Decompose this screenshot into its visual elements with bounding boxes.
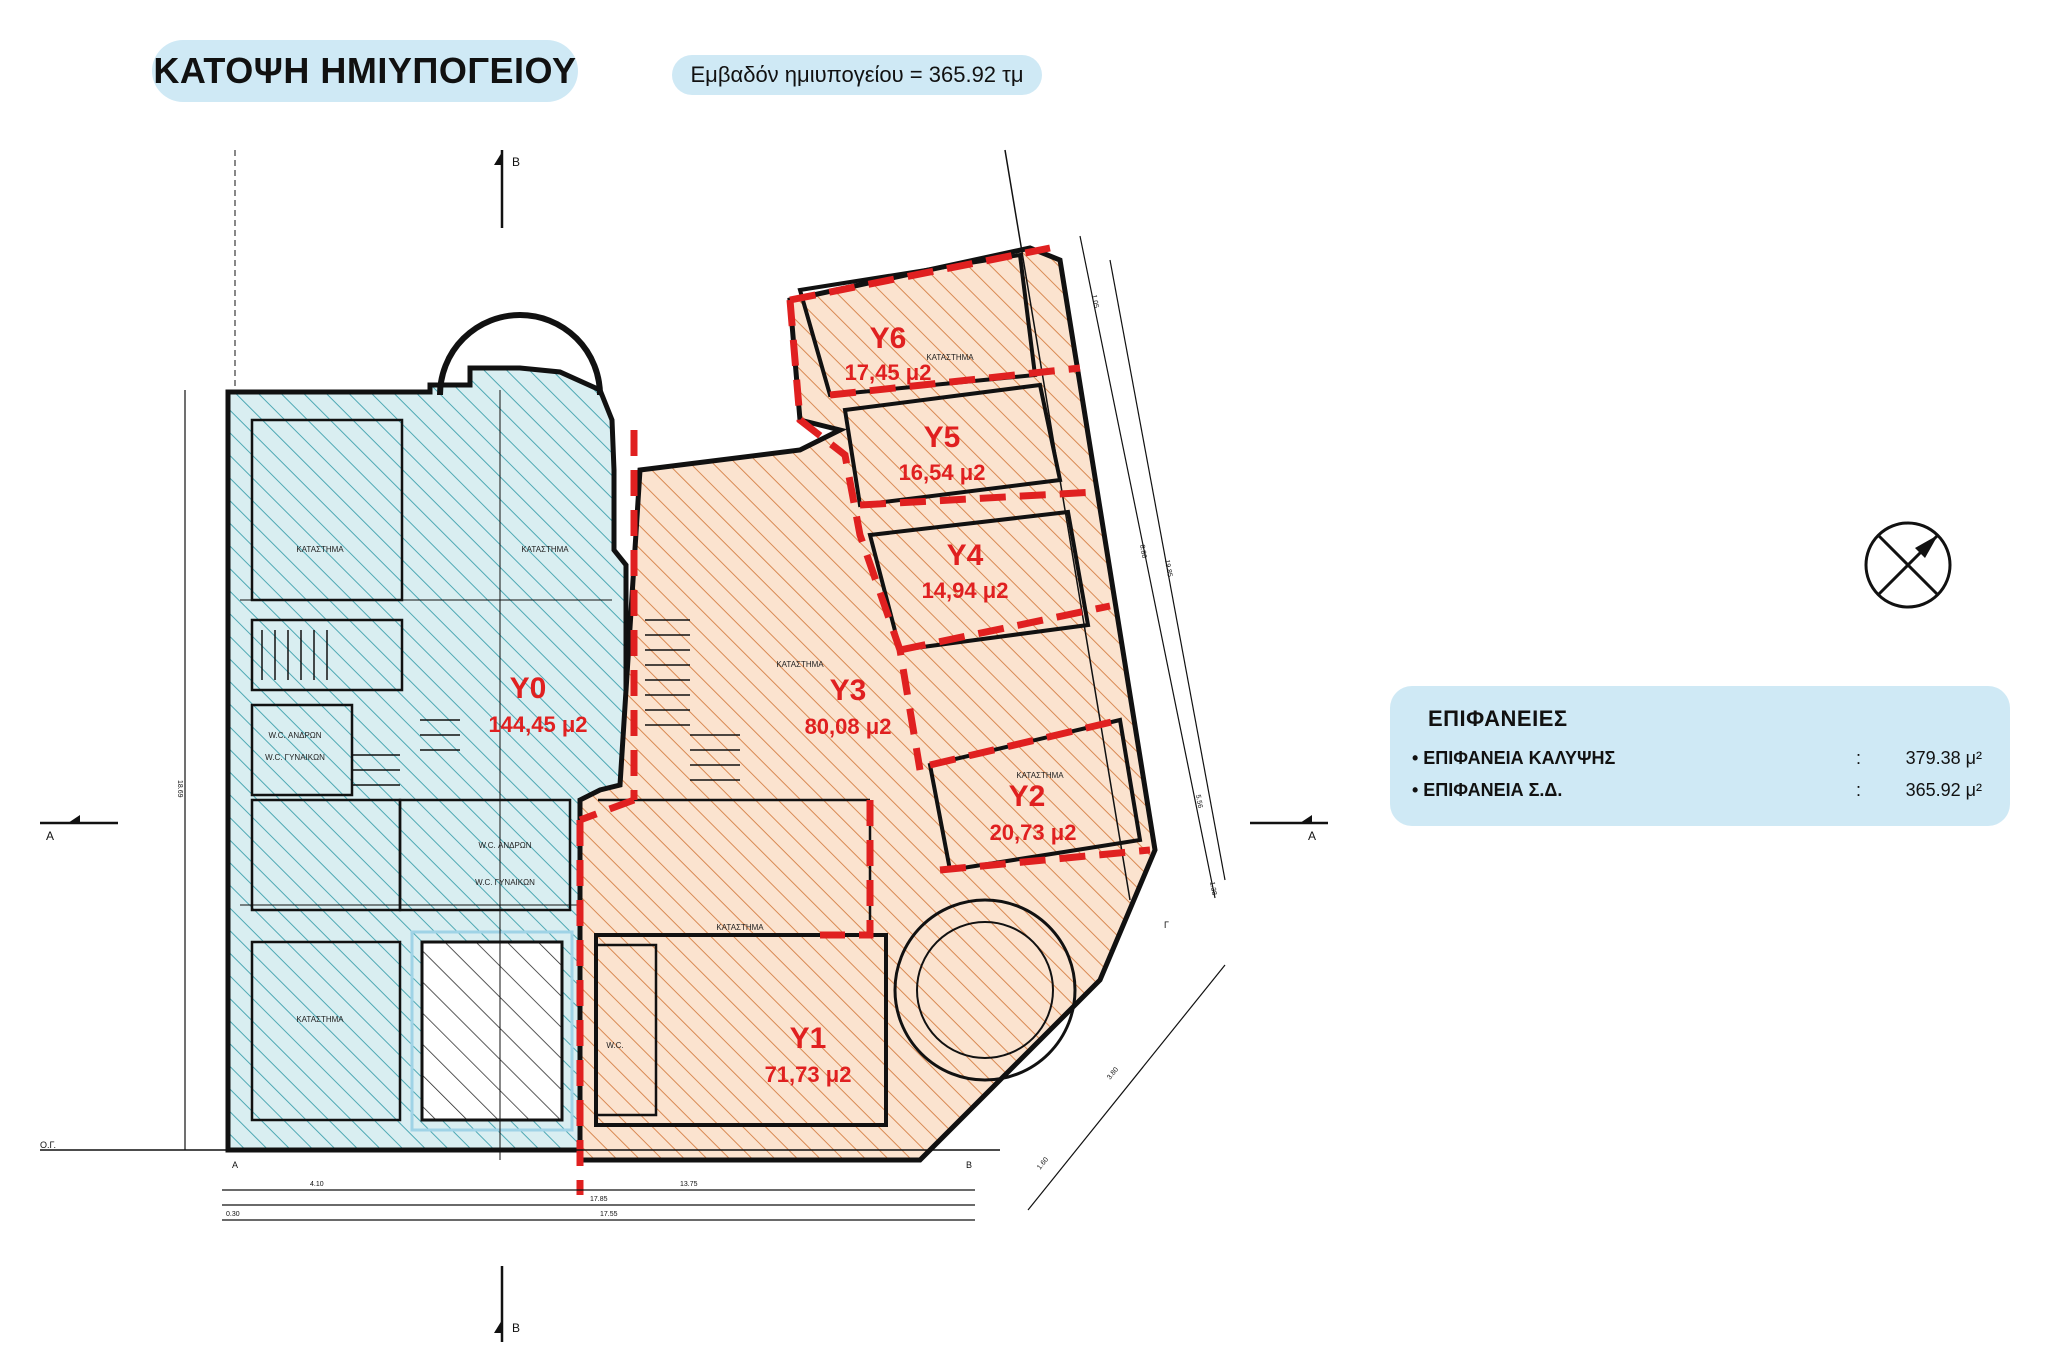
room-label-shop: ΚΑΤΑΣΤΗΜΑ xyxy=(1016,771,1064,780)
unit-code-y6: Υ6 xyxy=(870,322,907,355)
wc-block xyxy=(398,798,572,912)
section-label-b: Β xyxy=(512,155,520,169)
section-arrow-icon xyxy=(68,815,80,823)
corner-label-g: Γ xyxy=(1164,920,1169,930)
title-pill: ΚΑΤΟΨΗ ΗΜΙΥΠΟΓΕΙΟΥ xyxy=(152,40,578,102)
dimension-lines xyxy=(184,235,1226,1221)
dimension-text: 13.75 xyxy=(680,1181,698,1188)
dimension-text: 8.86 xyxy=(1138,544,1147,559)
unit-area-y2: 20,73 μ2 xyxy=(990,820,1077,845)
dimension-text: 4.10 xyxy=(310,1181,324,1188)
room-label-shop: ΚΑΤΑΣΤΗΜΑ xyxy=(296,545,344,554)
surface-label: • ΕΠΙΦΑΝΕΙΑ Σ.Δ. xyxy=(1412,780,1563,800)
unit-area-y6: 17,45 μ2 xyxy=(845,360,932,385)
room-label-wc-men: W.C. ΑΝΔΡΩΝ xyxy=(478,841,531,850)
room-label-shop: ΚΑΤΑΣΤΗΜΑ xyxy=(926,353,974,362)
room-label-wc-women: W.C. ΓΥΝΑΙΚΩΝ xyxy=(265,753,325,762)
unit-area-y0: 144,45 μ2 xyxy=(488,712,587,737)
surface-row-sd: • ΕΠΙΦΑΝΕΙΑ Σ.Δ. : 365.92 μ² xyxy=(1412,780,1982,801)
room-shop-3 xyxy=(250,940,402,1122)
dimension-text: 17.55 xyxy=(600,1211,618,1218)
room-label-shop: ΚΑΤΑΣΤΗΜΑ xyxy=(521,545,569,554)
dimension-text: 17.85 xyxy=(590,1196,608,1203)
unit-area-y5: 16,54 μ2 xyxy=(899,460,986,485)
dimension-text: 1.05 xyxy=(1090,294,1099,309)
unit-code-y1: Υ1 xyxy=(790,1022,827,1055)
ground-level-label: Ο.Γ. xyxy=(40,1140,56,1150)
page-title: ΚΑΤΟΨΗ ΗΜΙΥΠΟΓΕΙΟΥ xyxy=(153,50,577,91)
room-label-shop: ΚΑΤΑΣΤΗΜΑ xyxy=(296,1015,344,1024)
staircase-right xyxy=(645,619,740,781)
section-arrow-icon xyxy=(1300,815,1312,823)
property-line xyxy=(1004,149,1131,901)
compass-icon xyxy=(1864,521,1952,609)
unit-code-y3: Υ3 xyxy=(830,674,867,707)
rotunda-inner xyxy=(916,921,1054,1059)
surface-value: 379.38 μ² xyxy=(1905,748,1982,768)
apse-wall xyxy=(437,312,603,396)
room-label-shop: ΚΑΤΑΣΤΗΜΑ xyxy=(776,660,824,669)
area-note-pill: Εμβαδόν ημιυπογείου = 365.92 τμ xyxy=(672,55,1042,95)
unit-area-y3: 80,08 μ2 xyxy=(805,714,892,739)
room-wc-small xyxy=(250,703,354,797)
surface-colon: : xyxy=(1856,748,1862,768)
orange-zone xyxy=(577,149,1158,1163)
room-label-wc-women: W.C. ΓΥΝΑΙΚΩΝ xyxy=(475,878,535,887)
unit-code-y0: Υ0 xyxy=(510,672,547,705)
section-arrow-icon xyxy=(494,152,502,165)
dimension-text: 5.56 xyxy=(1194,794,1203,809)
unit-y0-zone xyxy=(225,312,629,1160)
surfaces-panel: ΕΠΙΦΑΝΕΙΕΣ • ΕΠΙΦΑΝΕΙΑ ΚΑΛΥΨΗΣ : 379.38 … xyxy=(1390,686,2010,826)
dimension-text: 1.38 xyxy=(1208,881,1217,896)
staircase-left xyxy=(261,630,460,786)
room-label-shop: ΚΑΤΑΣΤΗΜΑ xyxy=(716,923,764,932)
corner-label-a: Α xyxy=(232,1160,238,1170)
area-note: Εμβαδόν ημιυπογείου = 365.92 τμ xyxy=(690,62,1024,87)
section-label-a: Α xyxy=(1308,829,1316,843)
surfaces-heading: ΕΠΙΦΑΝΕΙΕΣ xyxy=(1428,706,1568,731)
surface-colon: : xyxy=(1856,780,1862,800)
unit-code-y2: Υ2 xyxy=(1009,780,1046,813)
rotunda-outer xyxy=(893,898,1077,1082)
surface-label: • ΕΠΙΦΑΝΕΙΑ ΚΑΛΥΨΗΣ xyxy=(1412,748,1616,768)
section-label-b: Β xyxy=(512,1321,520,1335)
red-boundaries xyxy=(576,244,1151,1195)
room-label-wc-men: W.C. ΑΝΔΡΩΝ xyxy=(268,731,321,740)
unit-area-y1: 71,73 μ2 xyxy=(765,1062,852,1087)
dimension-text: 19.85 xyxy=(1163,559,1173,578)
corner-label-v: Β xyxy=(966,1160,972,1170)
light-well xyxy=(420,940,564,1122)
unit-area-y4: 14,94 μ2 xyxy=(922,578,1009,603)
dimension-text: 0.30 xyxy=(226,1211,240,1218)
stair-room xyxy=(250,618,404,692)
wc-right xyxy=(594,943,658,1117)
surface-row-coverage: • ΕΠΙΦΑΝΕΙΑ ΚΑΛΥΨΗΣ : 379.38 μ² xyxy=(1412,748,1982,769)
room-label-wc: W.C. xyxy=(606,1041,623,1050)
unit-code-y4: Υ4 xyxy=(947,539,984,572)
dimension-text: 1.60 xyxy=(1036,1156,1050,1171)
section-arrow-icon xyxy=(494,1320,502,1333)
section-label-a: Α xyxy=(46,829,54,843)
unit-code-y5: Υ5 xyxy=(924,421,961,454)
surface-value: 365.92 μ² xyxy=(1905,780,1982,800)
light-well-frame xyxy=(410,930,574,1132)
dimension-text: 3.80 xyxy=(1106,1066,1120,1081)
dimension-text: 18.69 xyxy=(176,780,183,798)
